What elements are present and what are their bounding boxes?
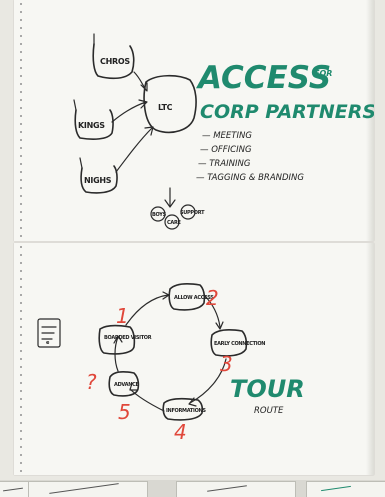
title-for: FOR [314, 69, 332, 78]
cluster-label-1: BOYS [152, 212, 167, 218]
node-ltc-label: LTC [158, 103, 173, 112]
thumbnail-strip [0, 480, 385, 497]
red-number-1: 1 [116, 304, 129, 328]
node-kings-label: KINGS [78, 121, 105, 130]
cluster-label-3: CARE [167, 220, 181, 226]
node-ltc: LTC [143, 74, 197, 134]
step-informations: INFORMATIONS [162, 397, 207, 421]
tour-label: TOUR [230, 375, 305, 403]
page-edge [366, 243, 374, 475]
title-corp-partners: CORP PARTNERS [200, 101, 374, 123]
step-2-label: ALLOW ACCESS [174, 295, 214, 301]
thumbnail-4[interactable] [306, 481, 385, 497]
binding-holes [14, 243, 24, 475]
step-boarded-visitor: BOARDED VISITOR [98, 324, 152, 355]
step-early-connection: EARLY CONNECTION [210, 329, 266, 357]
access-diagram: CHROS KINGS NIGHS LTC [73, 33, 374, 230]
arrows-to-ltc [111, 71, 176, 208]
red-question-mark: ? [86, 370, 97, 394]
support-cluster: BOYS CARE SUPPORT [150, 204, 205, 230]
red-number-3: 3 [220, 352, 233, 376]
sketch-page-bottom: e BOARDED VISITOR ALLOW ACCESS EARLY CON… [14, 243, 374, 475]
red-number-4: 4 [174, 420, 187, 444]
title-block: ACCESS FOR CORP PARTNERS [195, 60, 374, 123]
bullet-4: — TAGGING & BRANDING [196, 173, 304, 183]
node-chros-label: CHROS [100, 57, 130, 66]
node-chros: CHROS [92, 33, 135, 80]
bullet-list: — MEETING — OFFICING — TRAINING — TAGGIN… [196, 131, 304, 183]
step-advance: ADVANCE [108, 371, 140, 397]
page-edge [366, 0, 374, 241]
step-5-label: ADVANCE [114, 382, 139, 388]
thumbnail-3[interactable] [176, 481, 296, 497]
title-access: ACCESS [195, 60, 331, 96]
node-nighs-label: NIGHS [84, 176, 112, 185]
step-3-label: EARLY CONNECTION [214, 341, 265, 347]
red-number-2: 2 [206, 286, 219, 310]
thumbnail-2[interactable] [28, 481, 148, 497]
bullet-2: — OFFICING [200, 145, 252, 155]
binding-holes [14, 0, 24, 241]
node-nighs: NIGHS [79, 157, 118, 194]
step-allow-access: ALLOW ACCESS [168, 283, 215, 311]
sketch-page-top: CHROS KINGS NIGHS LTC [14, 0, 374, 241]
cluster-label-2: SUPPORT [180, 210, 205, 216]
step-4-label: INFORMATIONS [166, 408, 206, 414]
side-card-label: e [46, 340, 50, 346]
route-loop [114, 294, 227, 412]
red-number-5: 5 [118, 400, 131, 424]
tour-title: TOUR ROUTE [230, 375, 305, 416]
route-label: ROUTE [254, 406, 284, 416]
node-kings: KINGS [73, 99, 114, 140]
side-card: e [37, 318, 61, 348]
step-1-label: BOARDED VISITOR [104, 335, 152, 341]
tour-route-diagram: e BOARDED VISITOR ALLOW ACCESS EARLY CON… [37, 283, 305, 444]
bullet-1: — MEETING [202, 131, 252, 141]
bullet-3: — TRAINING [198, 159, 251, 169]
